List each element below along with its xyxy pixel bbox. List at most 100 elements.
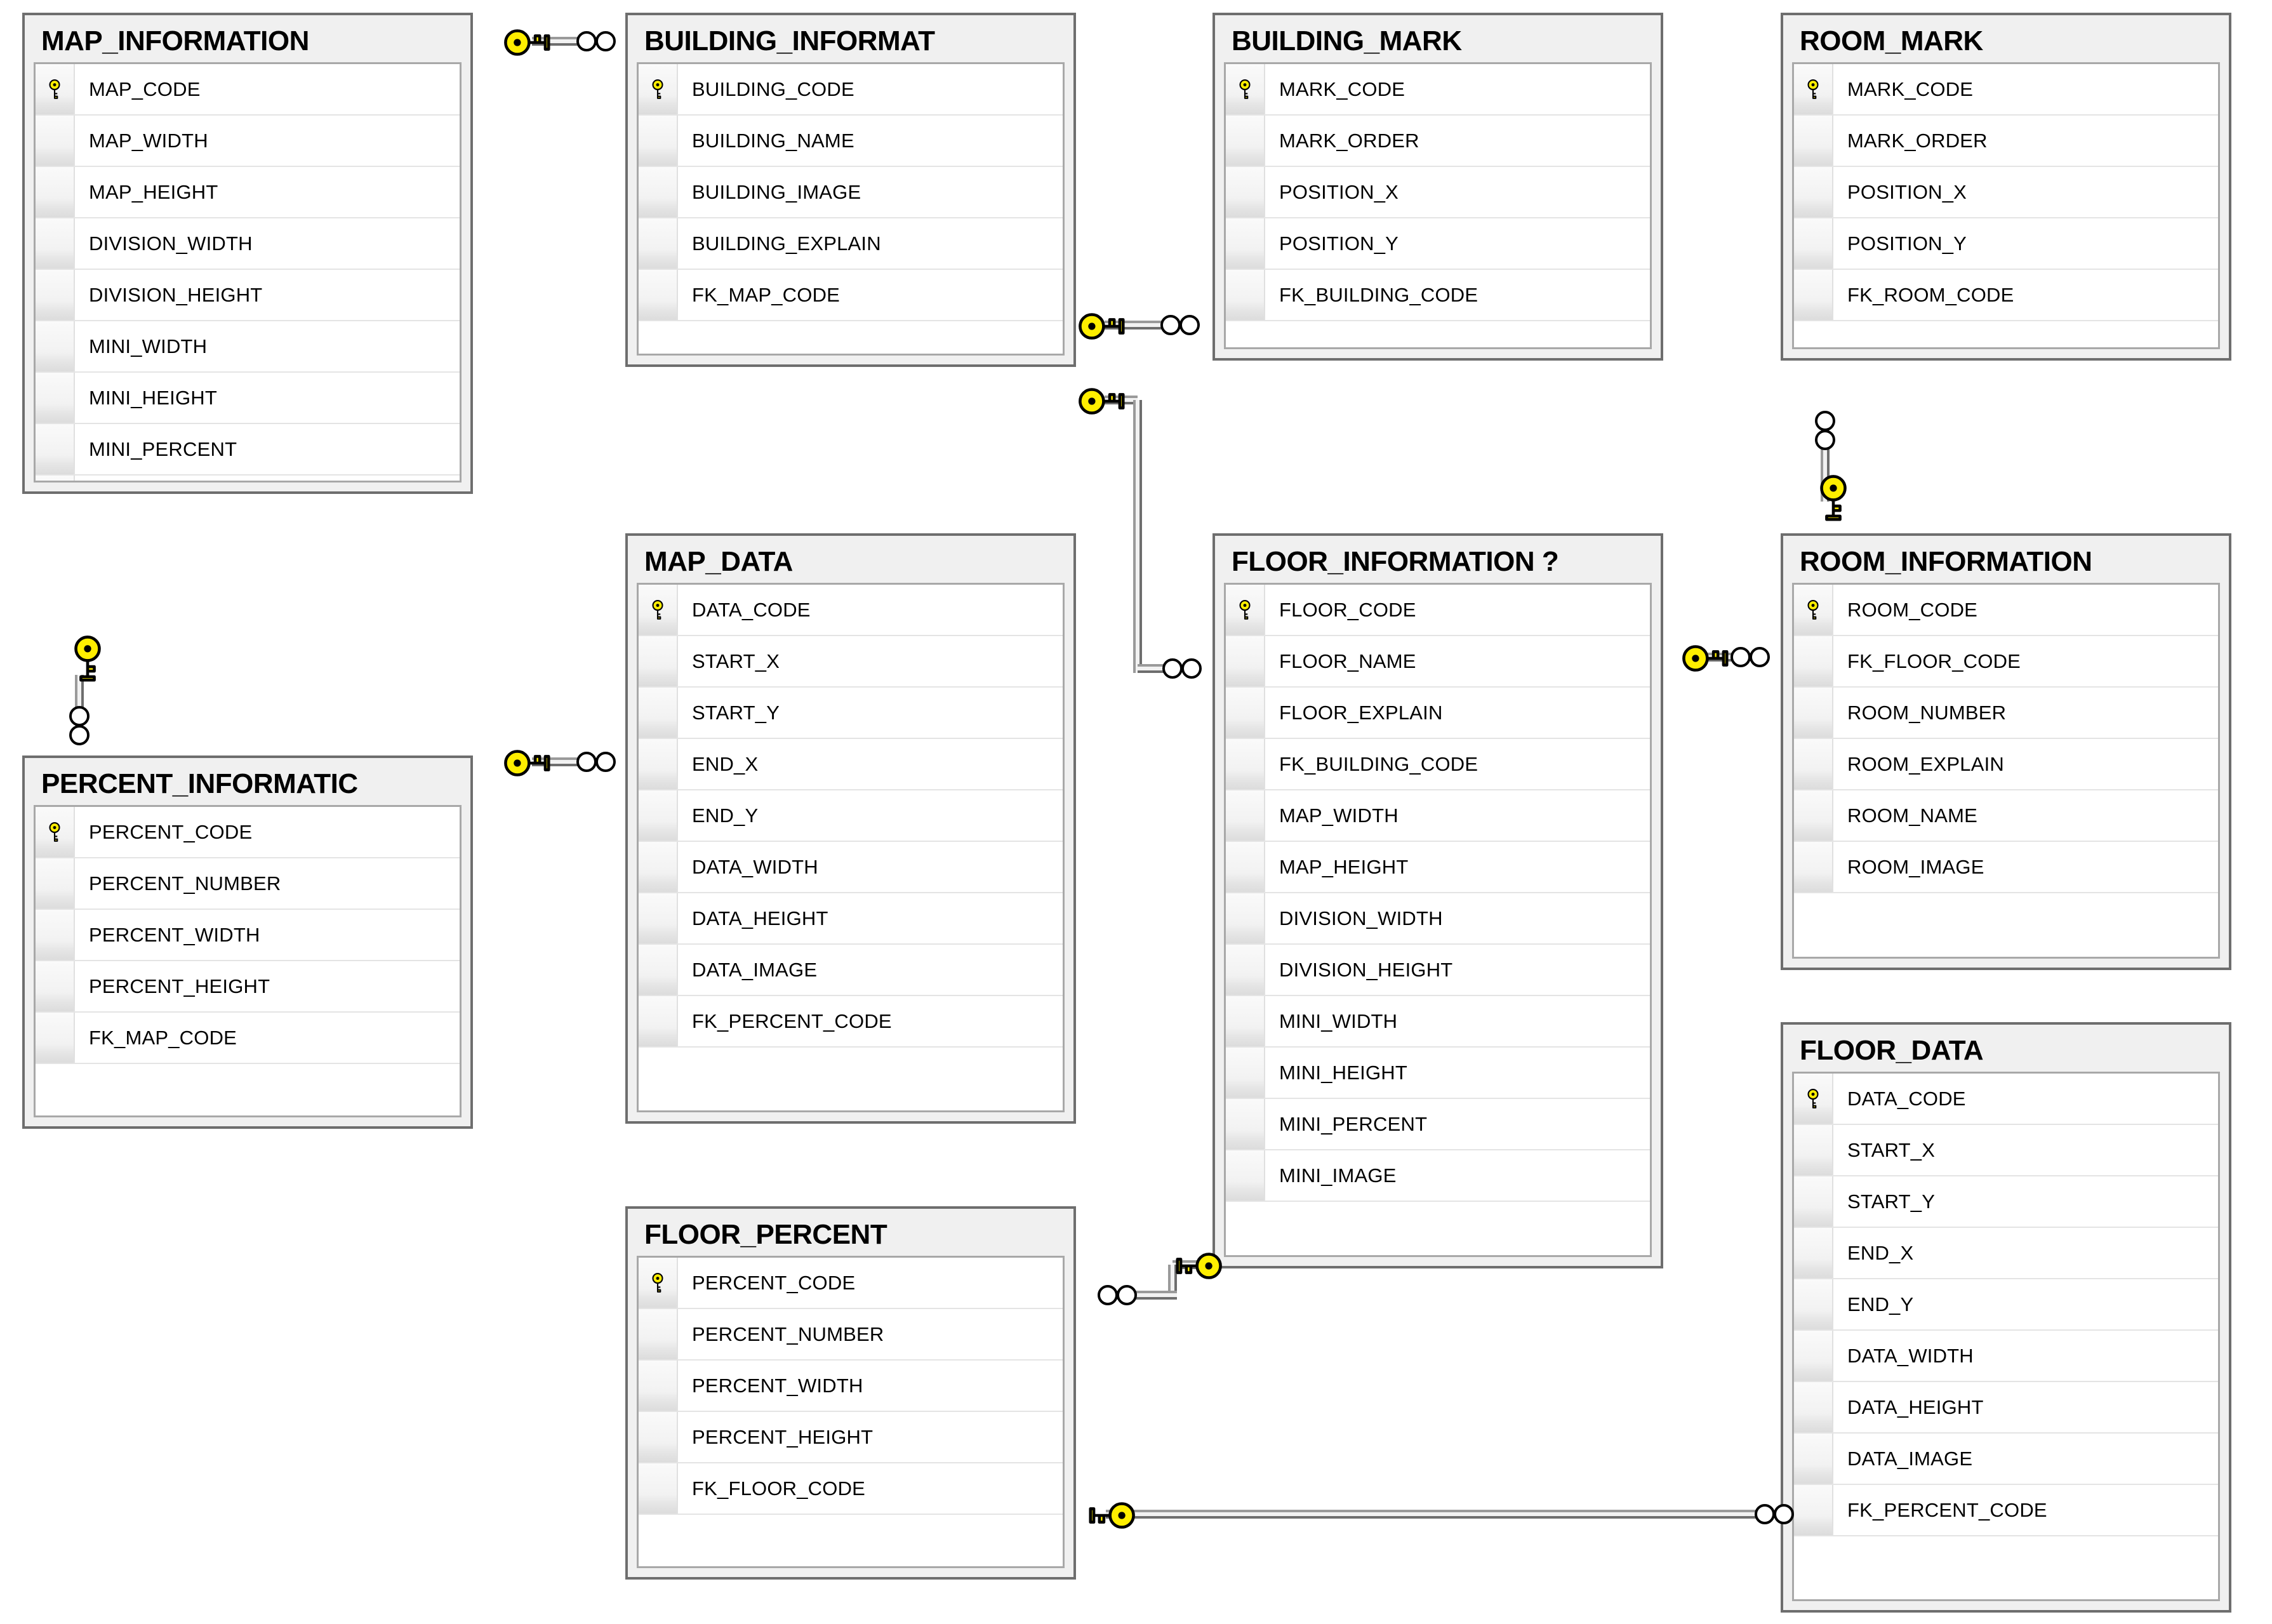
- attribute-gutter[interactable]: [639, 585, 678, 636]
- attribute-gutter[interactable]: [1794, 1125, 1833, 1176]
- attribute-gutter[interactable]: [1794, 270, 1833, 321]
- attribute-gutter[interactable]: [1226, 167, 1265, 218]
- attribute-row[interactable]: PERCENT_NUMBER: [639, 1309, 1063, 1361]
- attribute-row[interactable]: FK_PERCENT_CODE: [639, 996, 1063, 1048]
- attribute-row[interactable]: START_X: [1794, 1125, 2218, 1177]
- attribute-row[interactable]: DATA_WIDTH: [1794, 1331, 2218, 1383]
- attribute-row[interactable]: START_Y: [639, 688, 1063, 740]
- attribute-gutter[interactable]: [1794, 739, 1833, 790]
- attribute-gutter[interactable]: [1794, 636, 1833, 687]
- attribute-row[interactable]: MARK_ORDER: [1226, 116, 1650, 168]
- attribute-row[interactable]: PERCENT_WIDTH: [639, 1361, 1063, 1413]
- attribute-gutter[interactable]: [36, 270, 75, 321]
- attribute-gutter[interactable]: [1226, 893, 1265, 944]
- attribute-row[interactable]: DIVISION_WIDTH: [36, 218, 460, 270]
- attribute-gutter[interactable]: [1226, 842, 1265, 893]
- attribute-row[interactable]: ROOM_NUMBER: [1794, 688, 2218, 740]
- attribute-row[interactable]: FK_ROOM_CODE: [1794, 270, 2218, 322]
- attribute-gutter[interactable]: [1226, 945, 1265, 995]
- attribute-row-primary-key[interactable]: PERCENT_CODE: [36, 807, 460, 859]
- attribute-row[interactable]: END_Y: [639, 790, 1063, 842]
- attribute-gutter[interactable]: [1794, 585, 1833, 636]
- attribute-row-primary-key[interactable]: FLOOR_CODE: [1226, 585, 1650, 637]
- attribute-gutter[interactable]: [1794, 1074, 1833, 1124]
- attribute-gutter[interactable]: [639, 1309, 678, 1360]
- attribute-row[interactable]: FLOOR_NAME: [1226, 636, 1650, 688]
- attribute-row[interactable]: FK_FLOOR_CODE: [639, 1463, 1063, 1515]
- attribute-gutter[interactable]: [639, 945, 678, 995]
- attribute-row[interactable]: FLOOR_EXPLAIN: [1226, 688, 1650, 740]
- attribute-gutter[interactable]: [36, 64, 75, 115]
- attribute-row[interactable]: DIVISION_HEIGHT: [36, 270, 460, 322]
- attribute-row[interactable]: FK_BUILDING_CODE: [1226, 270, 1650, 322]
- attribute-gutter[interactable]: [36, 167, 75, 218]
- attribute-gutter[interactable]: [639, 636, 678, 687]
- attribute-gutter[interactable]: [1794, 1485, 1833, 1536]
- attribute-gutter[interactable]: [1226, 64, 1265, 115]
- attribute-gutter[interactable]: [1226, 739, 1265, 790]
- attribute-row[interactable]: ROOM_IMAGE: [1794, 842, 2218, 894]
- attribute-gutter[interactable]: [1226, 218, 1265, 269]
- attribute-row-primary-key[interactable]: ROOM_CODE: [1794, 585, 2218, 637]
- attribute-row[interactable]: ROOM_NAME: [1794, 790, 2218, 842]
- attribute-row[interactable]: PERCENT_NUMBER: [36, 858, 460, 910]
- attribute-row[interactable]: ROOM_EXPLAIN: [1794, 739, 2218, 791]
- attribute-row[interactable]: POSITION_Y: [1794, 218, 2218, 270]
- attribute-gutter[interactable]: [1794, 167, 1833, 218]
- attribute-row[interactable]: START_X: [639, 636, 1063, 688]
- attribute-row[interactable]: PERCENT_WIDTH: [36, 910, 460, 962]
- attribute-row-primary-key[interactable]: PERCENT_CODE: [639, 1258, 1063, 1310]
- attribute-row[interactable]: MAP_WIDTH: [36, 116, 460, 168]
- attribute-row[interactable]: FK_FLOOR_CODE: [1794, 636, 2218, 688]
- attribute-gutter[interactable]: [36, 961, 75, 1012]
- attribute-gutter[interactable]: [1226, 1048, 1265, 1098]
- attribute-gutter[interactable]: [36, 1013, 75, 1063]
- attribute-row[interactable]: END_Y: [1794, 1279, 2218, 1331]
- attribute-row[interactable]: END_X: [1794, 1228, 2218, 1280]
- attribute-row-primary-key[interactable]: BUILDING_CODE: [639, 64, 1063, 116]
- attribute-gutter[interactable]: [1794, 842, 1833, 893]
- attribute-row-primary-key[interactable]: DATA_CODE: [639, 585, 1063, 637]
- attribute-gutter[interactable]: [36, 476, 75, 481]
- attribute-gutter[interactable]: [639, 996, 678, 1047]
- attribute-row[interactable]: START_Y: [1794, 1176, 2218, 1228]
- attribute-gutter[interactable]: [639, 842, 678, 893]
- attribute-row[interactable]: MINI_WIDTH: [1226, 996, 1650, 1048]
- attribute-row[interactable]: BUILDING_IMAGE: [639, 167, 1063, 219]
- attribute-gutter[interactable]: [36, 373, 75, 423]
- attribute-row[interactable]: PERCENT_HEIGHT: [639, 1412, 1063, 1464]
- attribute-gutter[interactable]: [639, 1412, 678, 1463]
- attribute-gutter[interactable]: [1794, 1331, 1833, 1381]
- attribute-gutter[interactable]: [639, 790, 678, 841]
- attribute-row[interactable]: DATA_IMAGE: [1794, 1434, 2218, 1486]
- attribute-row[interactable]: MINI_HEIGHT: [36, 373, 460, 425]
- attribute-gutter[interactable]: [639, 1258, 678, 1308]
- attribute-row[interactable]: POSITION_Y: [1226, 218, 1650, 270]
- attribute-gutter[interactable]: [36, 116, 75, 166]
- attribute-gutter[interactable]: [1226, 270, 1265, 321]
- attribute-gutter[interactable]: [1794, 218, 1833, 269]
- attribute-gutter[interactable]: [36, 807, 75, 858]
- attribute-row[interactable]: POSITION_X: [1226, 167, 1650, 219]
- attribute-row[interactable]: DATA_WIDTH: [639, 842, 1063, 894]
- attribute-gutter[interactable]: [639, 64, 678, 115]
- attribute-row[interactable]: MAP_WIDTH: [1226, 790, 1650, 842]
- attribute-gutter[interactable]: [36, 218, 75, 269]
- attribute-row[interactable]: MINI_PERCENT: [1226, 1099, 1650, 1151]
- attribute-gutter[interactable]: [1794, 688, 1833, 738]
- attribute-row[interactable]: MINI_IMAGE: [1226, 1150, 1650, 1202]
- attribute-row[interactable]: FK_BUILDING_CODE: [1226, 739, 1650, 791]
- attribute-row[interactable]: END_X: [639, 739, 1063, 791]
- attribute-row[interactable]: MINI_WIDTH: [36, 321, 460, 373]
- attribute-row-primary-key[interactable]: MAP_CODE: [36, 64, 460, 116]
- attribute-row[interactable]: DATA_IMAGE: [639, 945, 1063, 997]
- attribute-gutter[interactable]: [639, 167, 678, 218]
- attribute-gutter[interactable]: [1226, 1150, 1265, 1201]
- attribute-gutter[interactable]: [1226, 636, 1265, 687]
